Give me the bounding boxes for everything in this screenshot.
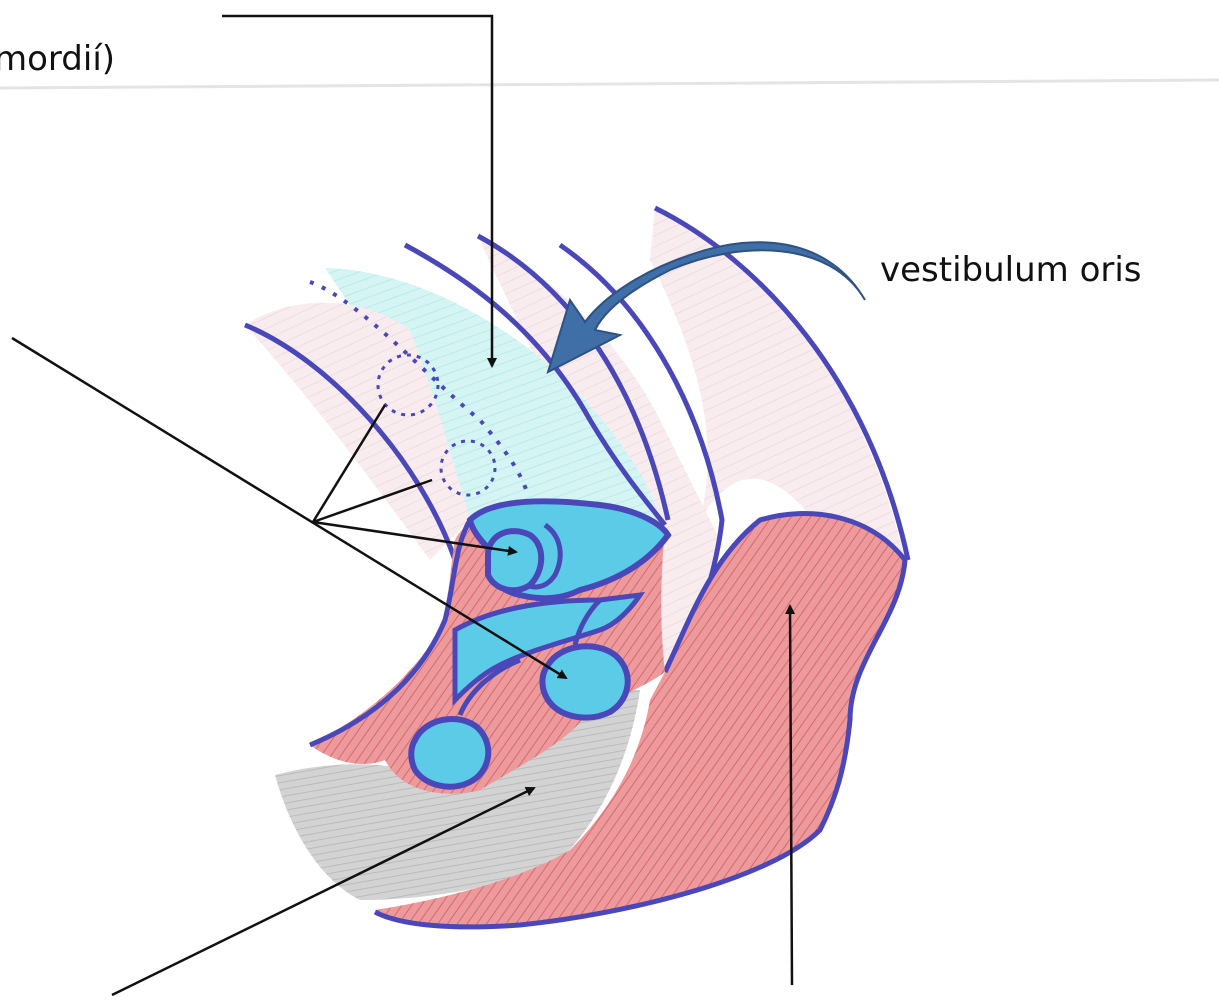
label-top-left: mordií) xyxy=(0,42,115,76)
middle-tooth-germ xyxy=(542,646,627,717)
label-vestibulum-oris: vestibulum oris xyxy=(880,253,1142,287)
upper-germ-bud xyxy=(488,531,541,590)
page-rule xyxy=(0,80,1219,88)
lower-tooth-germ xyxy=(411,719,488,787)
